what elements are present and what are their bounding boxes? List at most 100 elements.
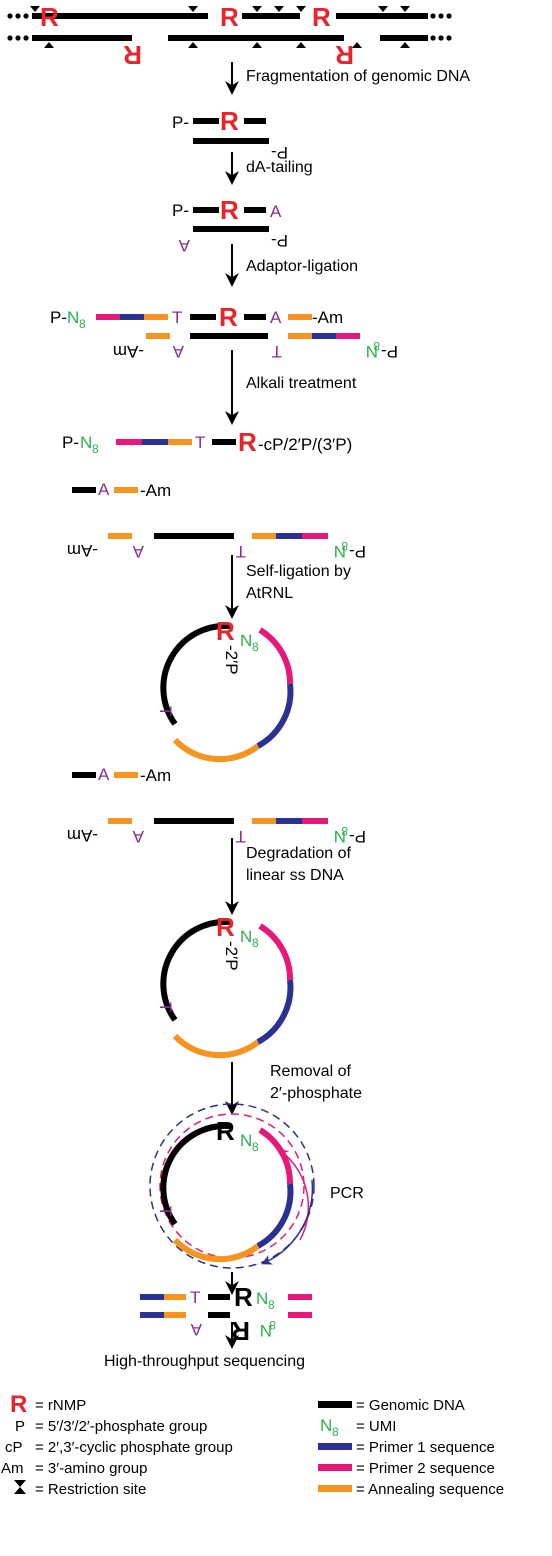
rnmp-top-2: R <box>220 2 239 32</box>
phosphate-bottom: P- <box>349 827 366 846</box>
twoP-circle-1: -2′P <box>222 645 241 675</box>
a-base: A <box>98 480 110 499</box>
rnmp-bottom-2: R <box>335 40 354 70</box>
step-sequencing: High-throughput sequencing <box>104 1353 305 1370</box>
amino-label: -Am <box>312 308 343 327</box>
umi-sub-circle-3: 8 <box>252 1140 259 1154</box>
step-degradation-2: linear ss DNA <box>246 867 344 884</box>
alkali-products: P- N 8 T R -cP/2′P/(3′P) A -Am -Am A T N… <box>62 427 366 561</box>
rnmp-adaptor: R <box>219 302 238 332</box>
amino-label: -Am <box>140 481 171 500</box>
t-circle-2: T <box>156 1002 175 1012</box>
legend-annealing-swatch <box>318 1485 352 1492</box>
circle-1: R N 8 -2′P T <box>156 616 294 763</box>
umi-label: N <box>80 433 92 452</box>
phosphate-5-label: P- <box>172 113 189 132</box>
umi-bottom: N <box>366 342 378 361</box>
a-final: A <box>190 1320 202 1339</box>
fragment: P- R P- <box>172 106 288 162</box>
genomic-dna: R R R R R <box>7 2 452 70</box>
legend-genomic-swatch <box>318 1401 352 1408</box>
umi-final-bottom: N <box>260 1321 272 1340</box>
legend-umi: = UMI <box>356 1418 396 1435</box>
t-circle-3: T <box>156 1206 175 1216</box>
primer1-extension-arrow <box>261 1179 314 1265</box>
a-overhang-bottom: A <box>178 236 190 255</box>
umi-label: N <box>67 308 79 327</box>
umi-circle-2: N <box>240 927 252 946</box>
umi-sub-circle-2: 8 <box>252 936 259 950</box>
bottom-strand <box>32 35 428 41</box>
a-base-bottom: A <box>172 342 184 361</box>
phosphate-bottom: P- <box>381 342 398 361</box>
a-bottom: A <box>132 827 144 846</box>
umi-sub-bottom: 8 <box>341 824 348 838</box>
umi-sub-circle-1: 8 <box>252 640 259 654</box>
t-circle-1: T <box>156 706 175 716</box>
legend-primer1-swatch <box>318 1443 352 1450</box>
a-base: A <box>98 765 110 784</box>
circle-3-pcr: R N 8 T PCR <box>149 1103 364 1269</box>
umi-bottom: N <box>334 542 346 561</box>
restriction-site-icons <box>30 6 410 48</box>
legend-umi-sub: 8 <box>332 1425 339 1439</box>
legend-genomic: = Genomic DNA <box>356 1397 465 1414</box>
legend-rnmp-symbol: R <box>10 1391 27 1418</box>
phosphate-label: P- <box>62 433 79 452</box>
rnmp-final-bottom: R <box>231 1316 250 1346</box>
amino-bottom: -Am <box>67 826 98 845</box>
step-degradation-1: Degradation of <box>246 845 352 862</box>
pcr-inner-dashed <box>159 1113 305 1259</box>
t-final: T <box>190 1288 200 1307</box>
legend-primer1: = Primer 1 sequence <box>356 1439 495 1456</box>
legend-restriction-site: = Restriction site <box>35 1481 146 1498</box>
restriction-site-icon <box>14 1480 26 1494</box>
twoP-circle-2: -2′P <box>222 941 241 971</box>
umi-subscript: 8 <box>92 442 99 456</box>
legend-am-symbol: Am <box>1 1460 24 1477</box>
umi-subscript: 8 <box>79 317 86 331</box>
a-base: A <box>270 308 282 327</box>
top-strand <box>32 13 428 19</box>
rnmp-circle-1: R <box>216 616 235 646</box>
legend-p-symbol: P <box>15 1418 25 1435</box>
dots-right <box>430 13 452 41</box>
rnmp-circle-3: R <box>216 1116 235 1146</box>
cp-tail-label: -cP/2′P/(3′P) <box>258 435 352 454</box>
pcr-outer-dashed <box>149 1103 315 1269</box>
dots-left <box>7 13 29 41</box>
step-fragmentation: Fragmentation of genomic DNA <box>246 68 470 85</box>
legend-phosphate: = 5′/3′/2′-phosphate group <box>35 1418 207 1435</box>
umi-final: N <box>256 1289 268 1308</box>
legend-cyclic-phosphate: = 2′,3′-cyclic phosphate group <box>35 1439 233 1456</box>
phosphate-label: P- <box>50 308 67 327</box>
umi-sub-final: 8 <box>268 1298 275 1312</box>
t-base-bottom: T <box>272 342 282 361</box>
umi-circle-3: N <box>240 1131 252 1150</box>
linear-leftovers: A -Am -Am A T N 8 P- <box>67 765 366 846</box>
legend-amino: = 3′-amino group <box>35 1460 147 1477</box>
top-strand-start <box>32 13 62 19</box>
phosphate-bottom: P- <box>349 542 366 561</box>
legend-rnmp: = rNMP <box>35 1397 86 1414</box>
umi-sub-bottom: 8 <box>373 339 380 353</box>
umi-bottom: N <box>334 827 346 846</box>
rnmp-circle-2: R <box>216 912 235 942</box>
amino-bottom: -Am <box>113 342 144 361</box>
phosphate-5-label: P- <box>172 201 189 220</box>
legend-primer2-swatch <box>318 1464 352 1471</box>
t-base-bottom: T <box>236 542 246 561</box>
rnmp-fragment: R <box>220 106 239 136</box>
step-removal-1: Removal of <box>270 1063 351 1080</box>
amino-label: -Am <box>140 766 171 785</box>
rnmp-top-3: R <box>312 2 331 32</box>
rnmp-top-1: R <box>40 2 59 32</box>
rnmp-alkali: R <box>238 427 257 457</box>
a-base-bottom: A <box>132 542 144 561</box>
a-overhang-top: A <box>270 202 282 221</box>
umi-sub-final-bottom: 8 <box>269 1318 276 1332</box>
legend-cp-symbol: cP <box>5 1439 23 1456</box>
phosphate-bottom-label: P- <box>271 231 288 250</box>
legend: R = rNMP P = 5′/3′/2′-phosphate group cP… <box>1 1391 504 1498</box>
